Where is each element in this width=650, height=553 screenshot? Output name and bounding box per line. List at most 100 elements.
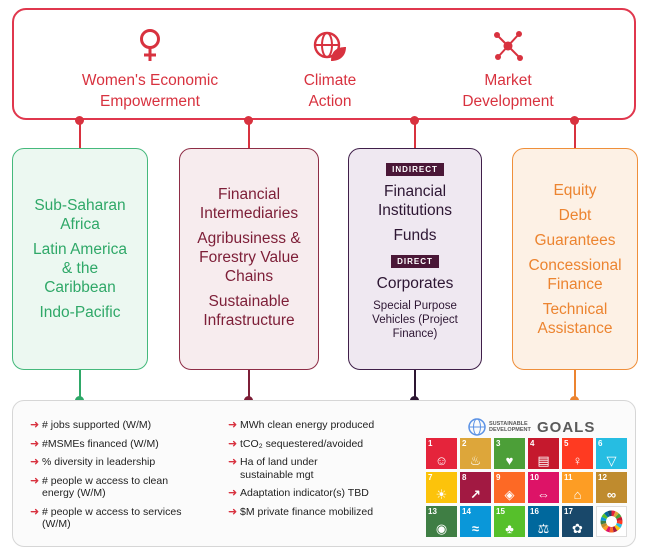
direct-badge: DIRECT: [391, 255, 439, 268]
connector-line: [574, 370, 576, 400]
arrow-icon: ➜: [30, 437, 40, 450]
sdg-tile-icon: ♀: [572, 453, 583, 468]
sdg-tile-number: 2: [462, 439, 467, 448]
product-item: Concessional Finance: [528, 257, 622, 293]
focus-market-development: Market Development: [448, 28, 568, 112]
sdg-tile-icon: ✿: [572, 521, 583, 536]
sdg-tile-10: 10 ⇔: [528, 472, 559, 503]
metric-item: ➜#MSMEs financed (W/M): [30, 437, 159, 450]
sdg-tile-number: 7: [428, 473, 433, 482]
sdg-tile-12: 12 ∞: [596, 472, 627, 503]
metric-item: ➜$M private finance mobilized: [228, 505, 374, 518]
sdg-tile-11: 11⌂: [562, 472, 593, 503]
focus-label-line: Action: [308, 93, 352, 110]
sdg-tile-number: 3: [496, 439, 501, 448]
sdg-tile-icon: ♨: [469, 453, 482, 468]
sdg-tile-icon: ◉: [435, 521, 448, 536]
arrow-icon: ➜: [228, 437, 238, 450]
sdg-tile-number: 15: [496, 507, 505, 516]
product-item: Debt: [558, 207, 592, 224]
institution-item: Financial Institutions: [377, 183, 453, 219]
sdg-tile-number: 11: [564, 473, 573, 482]
metric-item: ➜Ha of land under sustainable mgt: [228, 456, 318, 481]
arrow-icon: ➜: [228, 419, 238, 431]
focus-label-line: Women's Economic: [81, 72, 219, 89]
metric-item: ➜% diversity in leadership: [30, 456, 156, 468]
arrow-icon: ➜: [30, 474, 40, 487]
sdg-header-small: SUSTAINABLE DEVELOPMENT: [489, 421, 531, 433]
focus-label-line: Development: [462, 93, 554, 110]
metric-item: ➜Adaptation indicator(s) TBD: [228, 487, 369, 499]
product-item: Guarantees: [534, 232, 616, 249]
sdg-tile-icon: ☀: [435, 487, 448, 502]
arrow-icon: ➜: [30, 456, 40, 468]
metric-item: ➜# people w access to services (W/M): [30, 505, 182, 531]
sdg-tile-number: 9: [496, 473, 501, 482]
sdg-tile-icon: ⇔: [537, 487, 550, 502]
sdg-tile-17: 17✿: [562, 506, 593, 537]
connector-dot: [570, 116, 579, 125]
product-item: Technical Assistance: [537, 301, 613, 337]
region-item: Sub-Saharan Africa: [34, 197, 126, 233]
sdg-wheel-tile: [596, 506, 627, 537]
focus-label-line: Market: [484, 72, 532, 89]
sdg-tile-7: 7☀: [426, 472, 457, 503]
metrics-list-left: ➜# jobs supported (W/M) ➜#MSMEs financed…: [30, 419, 210, 537]
sdg-tile-15: 15♣: [494, 506, 525, 537]
arrow-icon: ➜: [228, 456, 238, 468]
focus-womens-empowerment: Women's Economic Empowerment: [70, 28, 230, 112]
connector-line: [414, 370, 416, 400]
sdg-tile-icon: ⌂: [573, 487, 582, 502]
sdg-grid: 1☺2♨3♥4▤5♀6▽7☀8↗9◈10⇔11⌂12∞13◉14≈15♣16⚖1…: [426, 438, 629, 537]
sdg-header: SUSTAINABLE DEVELOPMENT GOALS: [468, 418, 595, 436]
sdg-tile-6: 6▽: [596, 438, 627, 469]
sdg-tile-number: 1: [428, 439, 433, 448]
sdg-tile-icon: ☺: [434, 453, 449, 468]
sector-item: Agribusiness & Forestry Value Chains: [197, 230, 301, 285]
sdg-tile-3: 3♥: [494, 438, 525, 469]
arrow-icon: ➜: [30, 419, 40, 431]
connector-dot: [410, 116, 419, 125]
sdg-tile-number: 4: [530, 439, 535, 448]
sdg-tile-number: 6: [598, 439, 603, 448]
metrics-list-right: ➜MWh clean energy produced ➜tCO₂ sequest…: [228, 419, 416, 524]
arrow-icon: ➜: [30, 505, 40, 518]
metric-item: ➜tCO₂ sequestered/avoided: [228, 437, 364, 450]
globe-leaf-icon: [313, 31, 346, 61]
product-item: Equity: [553, 182, 597, 199]
institution-item: Funds: [393, 227, 437, 244]
sector-item: Sustainable Infrastructure: [203, 293, 295, 329]
sectors-column: Financial Intermediaries Agribusiness & …: [179, 148, 319, 370]
sdg-wheel-icon: [600, 510, 623, 533]
region-item: Indo-Pacific: [39, 304, 121, 321]
sdg-tile-icon: ∞: [606, 487, 617, 502]
sdg-tile-number: 12: [598, 473, 607, 482]
connector-line: [79, 370, 81, 400]
regions-column: Sub-Saharan Africa Latin America & the C…: [12, 148, 148, 370]
un-emblem-icon: [468, 418, 486, 436]
arrow-icon: ➜: [228, 487, 238, 499]
connector-dot: [75, 116, 84, 125]
sdg-tile-13: 13◉: [426, 506, 457, 537]
sdg-tile-icon: ▤: [537, 453, 550, 468]
sdg-tile-icon: ⚖: [537, 521, 550, 536]
sdg-tile-16: 16⚖: [528, 506, 559, 537]
sdg-tile-icon: ↗: [470, 487, 481, 502]
sdg-tile-1: 1☺: [426, 438, 457, 469]
sdg-tile-icon: ♥: [505, 453, 514, 468]
sdg-tile-icon: ▽: [606, 453, 617, 468]
sdg-tile-9: 9◈: [494, 472, 525, 503]
sdg-tile-icon: ♣: [505, 521, 514, 536]
sdg-tile-icon: ≈: [471, 521, 480, 536]
focus-label-line: Climate: [303, 72, 357, 89]
sdg-tile-icon: ◈: [504, 487, 515, 502]
sdg-tile-14: 14≈: [460, 506, 491, 537]
sdg-tile-number: 5: [564, 439, 569, 448]
sdg-tile-4: 4▤: [528, 438, 559, 469]
sdg-tile-number: 10: [530, 473, 539, 482]
institution-item: Corporates: [376, 275, 454, 292]
sdg-tile-number: 14: [462, 507, 471, 516]
metric-item: ➜# people w access to clean energy (W/M): [30, 474, 169, 500]
region-item: Latin America & the Caribbean: [33, 241, 127, 296]
connector-line: [414, 120, 416, 148]
